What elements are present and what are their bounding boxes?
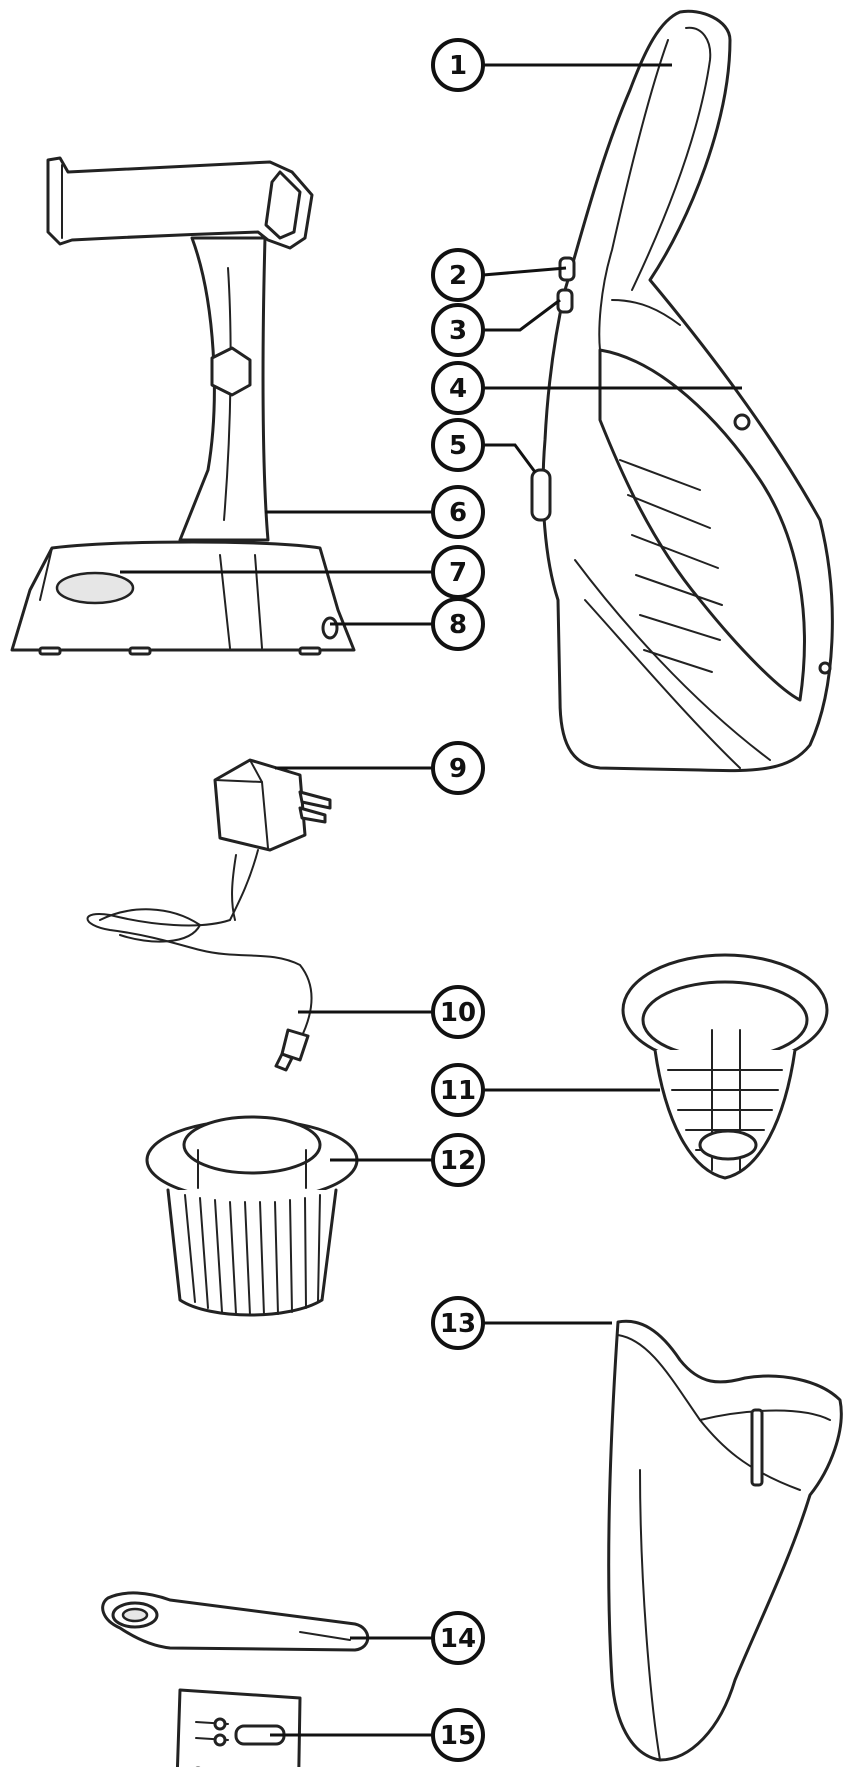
callout-number: 10 (440, 998, 476, 1028)
callout-14: 14 (431, 1611, 485, 1665)
callout-number: 13 (440, 1309, 476, 1339)
callout-number: 1 (449, 51, 467, 81)
callout-number: 7 (449, 558, 467, 588)
crevice-tool (101, 1591, 370, 1652)
charger-adapter (86, 758, 332, 1072)
callout-1: 1 (431, 38, 485, 92)
callout-11: 11 (431, 1063, 485, 1117)
charging-stand (10, 156, 356, 656)
pleated-filter (145, 1115, 359, 1317)
callout-12: 12 (431, 1133, 485, 1187)
callout-3: 3 (431, 303, 485, 357)
callouts: 1 2 3 4 5 6 7 8 (431, 38, 485, 1762)
callout-number: 14 (440, 1624, 476, 1654)
dust-bowl (607, 1319, 843, 1762)
mounting-hardware-card (175, 1688, 302, 1767)
callout-13: 13 (431, 1296, 485, 1350)
cone-filter (621, 953, 829, 1180)
callout-10: 10 (431, 985, 485, 1039)
leader-lines (120, 63, 742, 1737)
callout-number: 8 (449, 610, 467, 640)
callout-7: 7 (431, 545, 485, 599)
callout-number: 15 (440, 1721, 476, 1751)
callout-number: 12 (440, 1146, 476, 1176)
callout-number: 9 (449, 754, 467, 784)
callout-number: 3 (449, 316, 467, 346)
callout-4: 4 (431, 361, 485, 415)
callout-number: 4 (449, 374, 467, 404)
handheld-vacuum-body (530, 9, 834, 773)
callout-6: 6 (431, 485, 485, 539)
callout-9: 9 (431, 741, 485, 795)
callout-15: 15 (431, 1708, 485, 1762)
callout-2: 2 (431, 248, 485, 302)
callout-number: 2 (449, 261, 467, 291)
callout-number: 11 (440, 1076, 476, 1106)
callout-8: 8 (431, 597, 485, 651)
callout-number: 6 (449, 498, 467, 528)
callout-number: 5 (449, 431, 467, 461)
callout-5: 5 (431, 418, 485, 472)
